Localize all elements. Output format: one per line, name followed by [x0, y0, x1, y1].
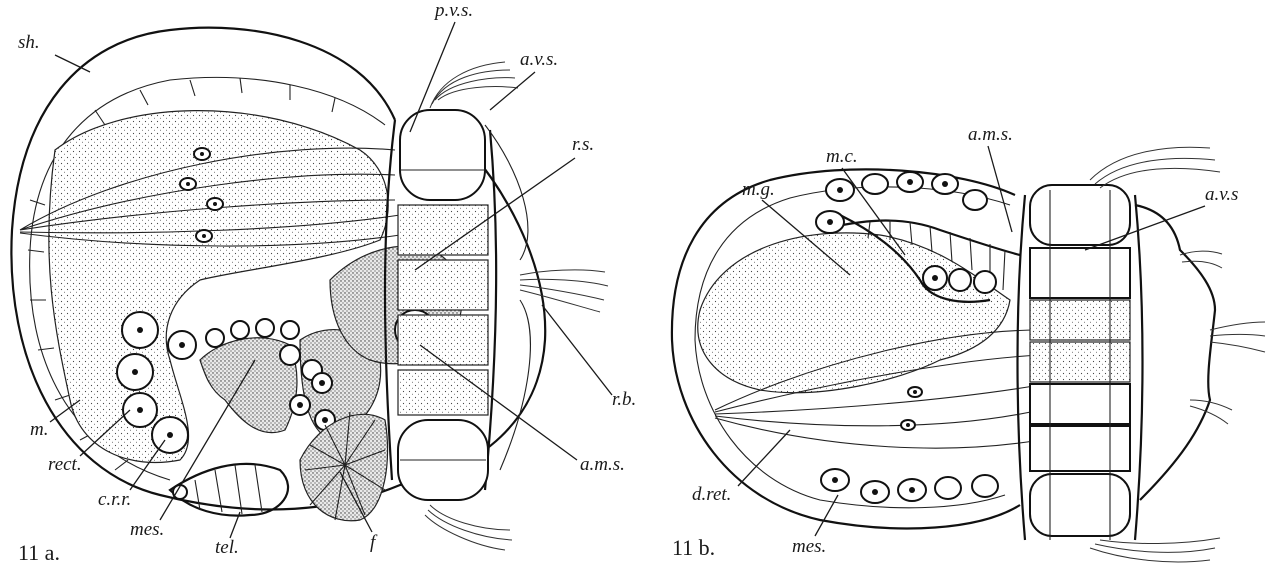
label-crr: c.r.r. — [98, 489, 131, 510]
label-tel: tel. — [215, 537, 239, 558]
leader-rb — [542, 305, 612, 395]
label-avs: a.v.s. — [520, 49, 558, 70]
leader-dret — [738, 430, 790, 486]
leader-ams-b — [988, 146, 1012, 232]
label-mg: m.g. — [742, 179, 775, 200]
label-pvs: p.v.s. — [433, 0, 473, 21]
retractor-nuclei — [901, 387, 922, 430]
lower-mesoderm-cells — [821, 469, 998, 503]
label-ams-a: a.m.s. — [580, 454, 625, 475]
label-avs-b: a.v.s — [1205, 184, 1238, 205]
label-mes-a: mes. — [130, 519, 164, 540]
figure-number-11a: 11 a. — [18, 540, 60, 565]
figure-number-11b: 11 b. — [672, 535, 715, 560]
figure-11b: m.g. m.c. a.m.s. a.v.s d.ret. mes. 11 b. — [672, 124, 1265, 562]
label-rs: r.s. — [572, 134, 594, 155]
label-ams-b: a.m.s. — [968, 124, 1013, 145]
prototroch-column-b — [1018, 185, 1143, 540]
figure-11a: sh. p.v.s. a.v.s. r.s. r.b. a.m.s. m. re… — [11, 0, 636, 565]
label-mes-b: mes. — [792, 536, 826, 557]
label-mc: m.c. — [826, 146, 858, 167]
label-sh: sh. — [18, 32, 40, 53]
upper-mesoderm-cells — [816, 172, 987, 233]
label-rb: r.b. — [612, 389, 636, 410]
midgut — [698, 233, 1010, 393]
fan-structure — [300, 412, 388, 521]
head-lobe — [1135, 205, 1215, 500]
label-f: f — [370, 532, 378, 553]
label-rect: rect. — [48, 454, 82, 475]
prototroch-column-a — [385, 110, 496, 500]
label-dret: d.ret. — [692, 484, 731, 505]
label-m: m. — [30, 419, 48, 440]
